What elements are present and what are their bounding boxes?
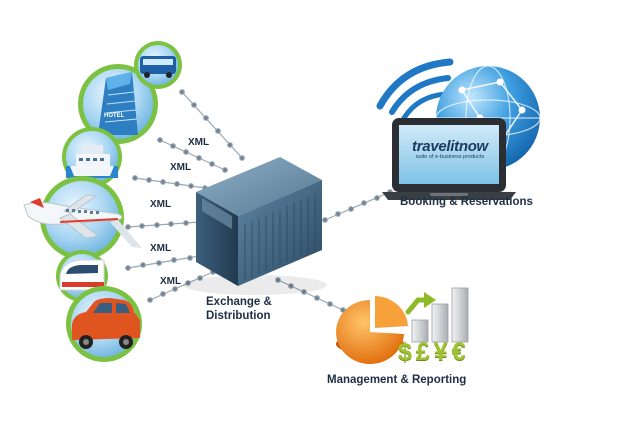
exchange-distribution-label: Exchange & Distribution xyxy=(206,295,272,323)
connector-airplane xyxy=(132,175,208,191)
management-reporting-label: Management & Reporting xyxy=(327,374,467,386)
connector-middle xyxy=(125,219,203,230)
brand-logo: travelitnow suite of e-business products xyxy=(404,138,496,160)
wifi-icon xyxy=(376,58,454,121)
ship-icon xyxy=(62,127,122,187)
bar-chart-icon xyxy=(405,287,469,343)
exchange-label-line1: Exchange & xyxy=(206,296,272,308)
currency-symbols: $£¥€ xyxy=(398,338,470,366)
xml-label: XML xyxy=(160,276,182,287)
xml-label: XML xyxy=(150,243,172,254)
laptop-icon xyxy=(382,118,516,200)
connector-management xyxy=(275,277,346,313)
svg-text:HOTEL: HOTEL xyxy=(104,113,125,119)
connector-booking xyxy=(322,189,393,223)
connector-hotel xyxy=(179,89,245,161)
xml-label: XML xyxy=(150,199,172,210)
airplane-icon xyxy=(23,176,142,260)
car-icon xyxy=(66,286,142,362)
connector-train xyxy=(125,252,208,271)
xml-label: XML xyxy=(188,137,210,148)
train-icon xyxy=(56,250,108,302)
hotel-icon: HOTEL xyxy=(78,64,158,144)
connector-lines xyxy=(125,89,393,313)
xml-label: XML xyxy=(170,162,192,173)
bus-icon xyxy=(134,41,182,89)
booking-reservations-label: Booking & Reservations xyxy=(400,196,533,208)
connector-ship xyxy=(157,137,228,173)
brand-tagline: suite of e-business products xyxy=(415,154,485,160)
brand-name: travelitnow xyxy=(412,138,488,155)
server-icon xyxy=(183,157,327,295)
exchange-label-line2: Distribution xyxy=(206,310,271,322)
pie-chart-icon xyxy=(336,296,408,364)
